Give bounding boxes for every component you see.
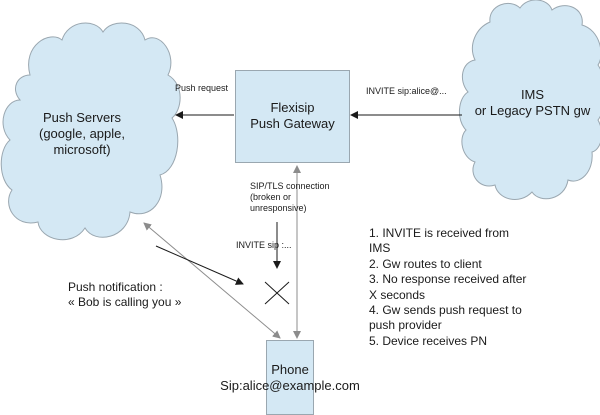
ims-line-2: or Legacy PSTN gw: [474, 103, 591, 118]
failed-delivery-cross-icon: [264, 281, 290, 305]
ims-line-1: IMS: [520, 87, 545, 102]
flexisip-push-gateway-node: [235, 70, 350, 163]
push-notification-arrow: [155, 245, 244, 285]
gateway-label: Flexisip Push Gateway: [235, 100, 350, 132]
sip-tls-line-1: SIP/TLS connection: [250, 181, 330, 191]
ims-cloud: [459, 0, 600, 200]
push-servers-phone-link-arrow: [143, 222, 281, 339]
gateway-line-2: Push Gateway: [250, 116, 335, 131]
invite-from-ims-label: INVITE sip:alice@...: [366, 86, 447, 96]
push-servers-label: Push Servers (google, apple, microsoft): [22, 110, 142, 158]
step-line: 2. Gw routes to client: [369, 256, 482, 271]
ims-label: IMS or Legacy PSTN gw: [465, 87, 600, 119]
step-line: X seconds: [369, 287, 426, 302]
step-line: push provider: [369, 318, 442, 333]
push-servers-line-1: Push Servers: [42, 110, 122, 125]
push-notification-line-2: « Bob is calling you »: [68, 295, 182, 309]
phone-line-2: Sip:alice@example.com: [220, 378, 360, 393]
phone-label: Phone Sip:alice@example.com: [215, 362, 365, 394]
invite-to-phone-label: INVITE sip :...: [236, 240, 292, 250]
push-notification-label: Push notification : « Bob is calling you…: [68, 280, 181, 310]
step-line: 4. Gw sends push request to: [369, 303, 522, 318]
push-servers-line-3: microsoft): [53, 142, 111, 157]
sip-tls-label: SIP/TLS connection (broken or unresponsi…: [250, 181, 330, 214]
push-servers-line-2: (google, apple,: [38, 126, 125, 141]
step-line: IMS: [369, 241, 391, 256]
step-line: 1. INVITE is received from: [369, 226, 510, 240]
push-servers-cloud: [0, 22, 181, 241]
gateway-line-1: Flexisip: [270, 100, 315, 115]
steps-list: 1. INVITE is received from IMS 2. Gw rou…: [369, 226, 526, 349]
step-line: 3. No response received after: [369, 272, 527, 287]
sip-tls-line-3: unresponsive): [250, 203, 307, 213]
step-line: 5. Device receives PN: [369, 333, 488, 348]
phone-line-1: Phone: [271, 362, 309, 377]
push-notification-line-1: Push notification :: [68, 280, 163, 294]
sip-tls-line-2: (broken or: [250, 192, 292, 202]
push-request-label: Push request: [175, 83, 229, 93]
